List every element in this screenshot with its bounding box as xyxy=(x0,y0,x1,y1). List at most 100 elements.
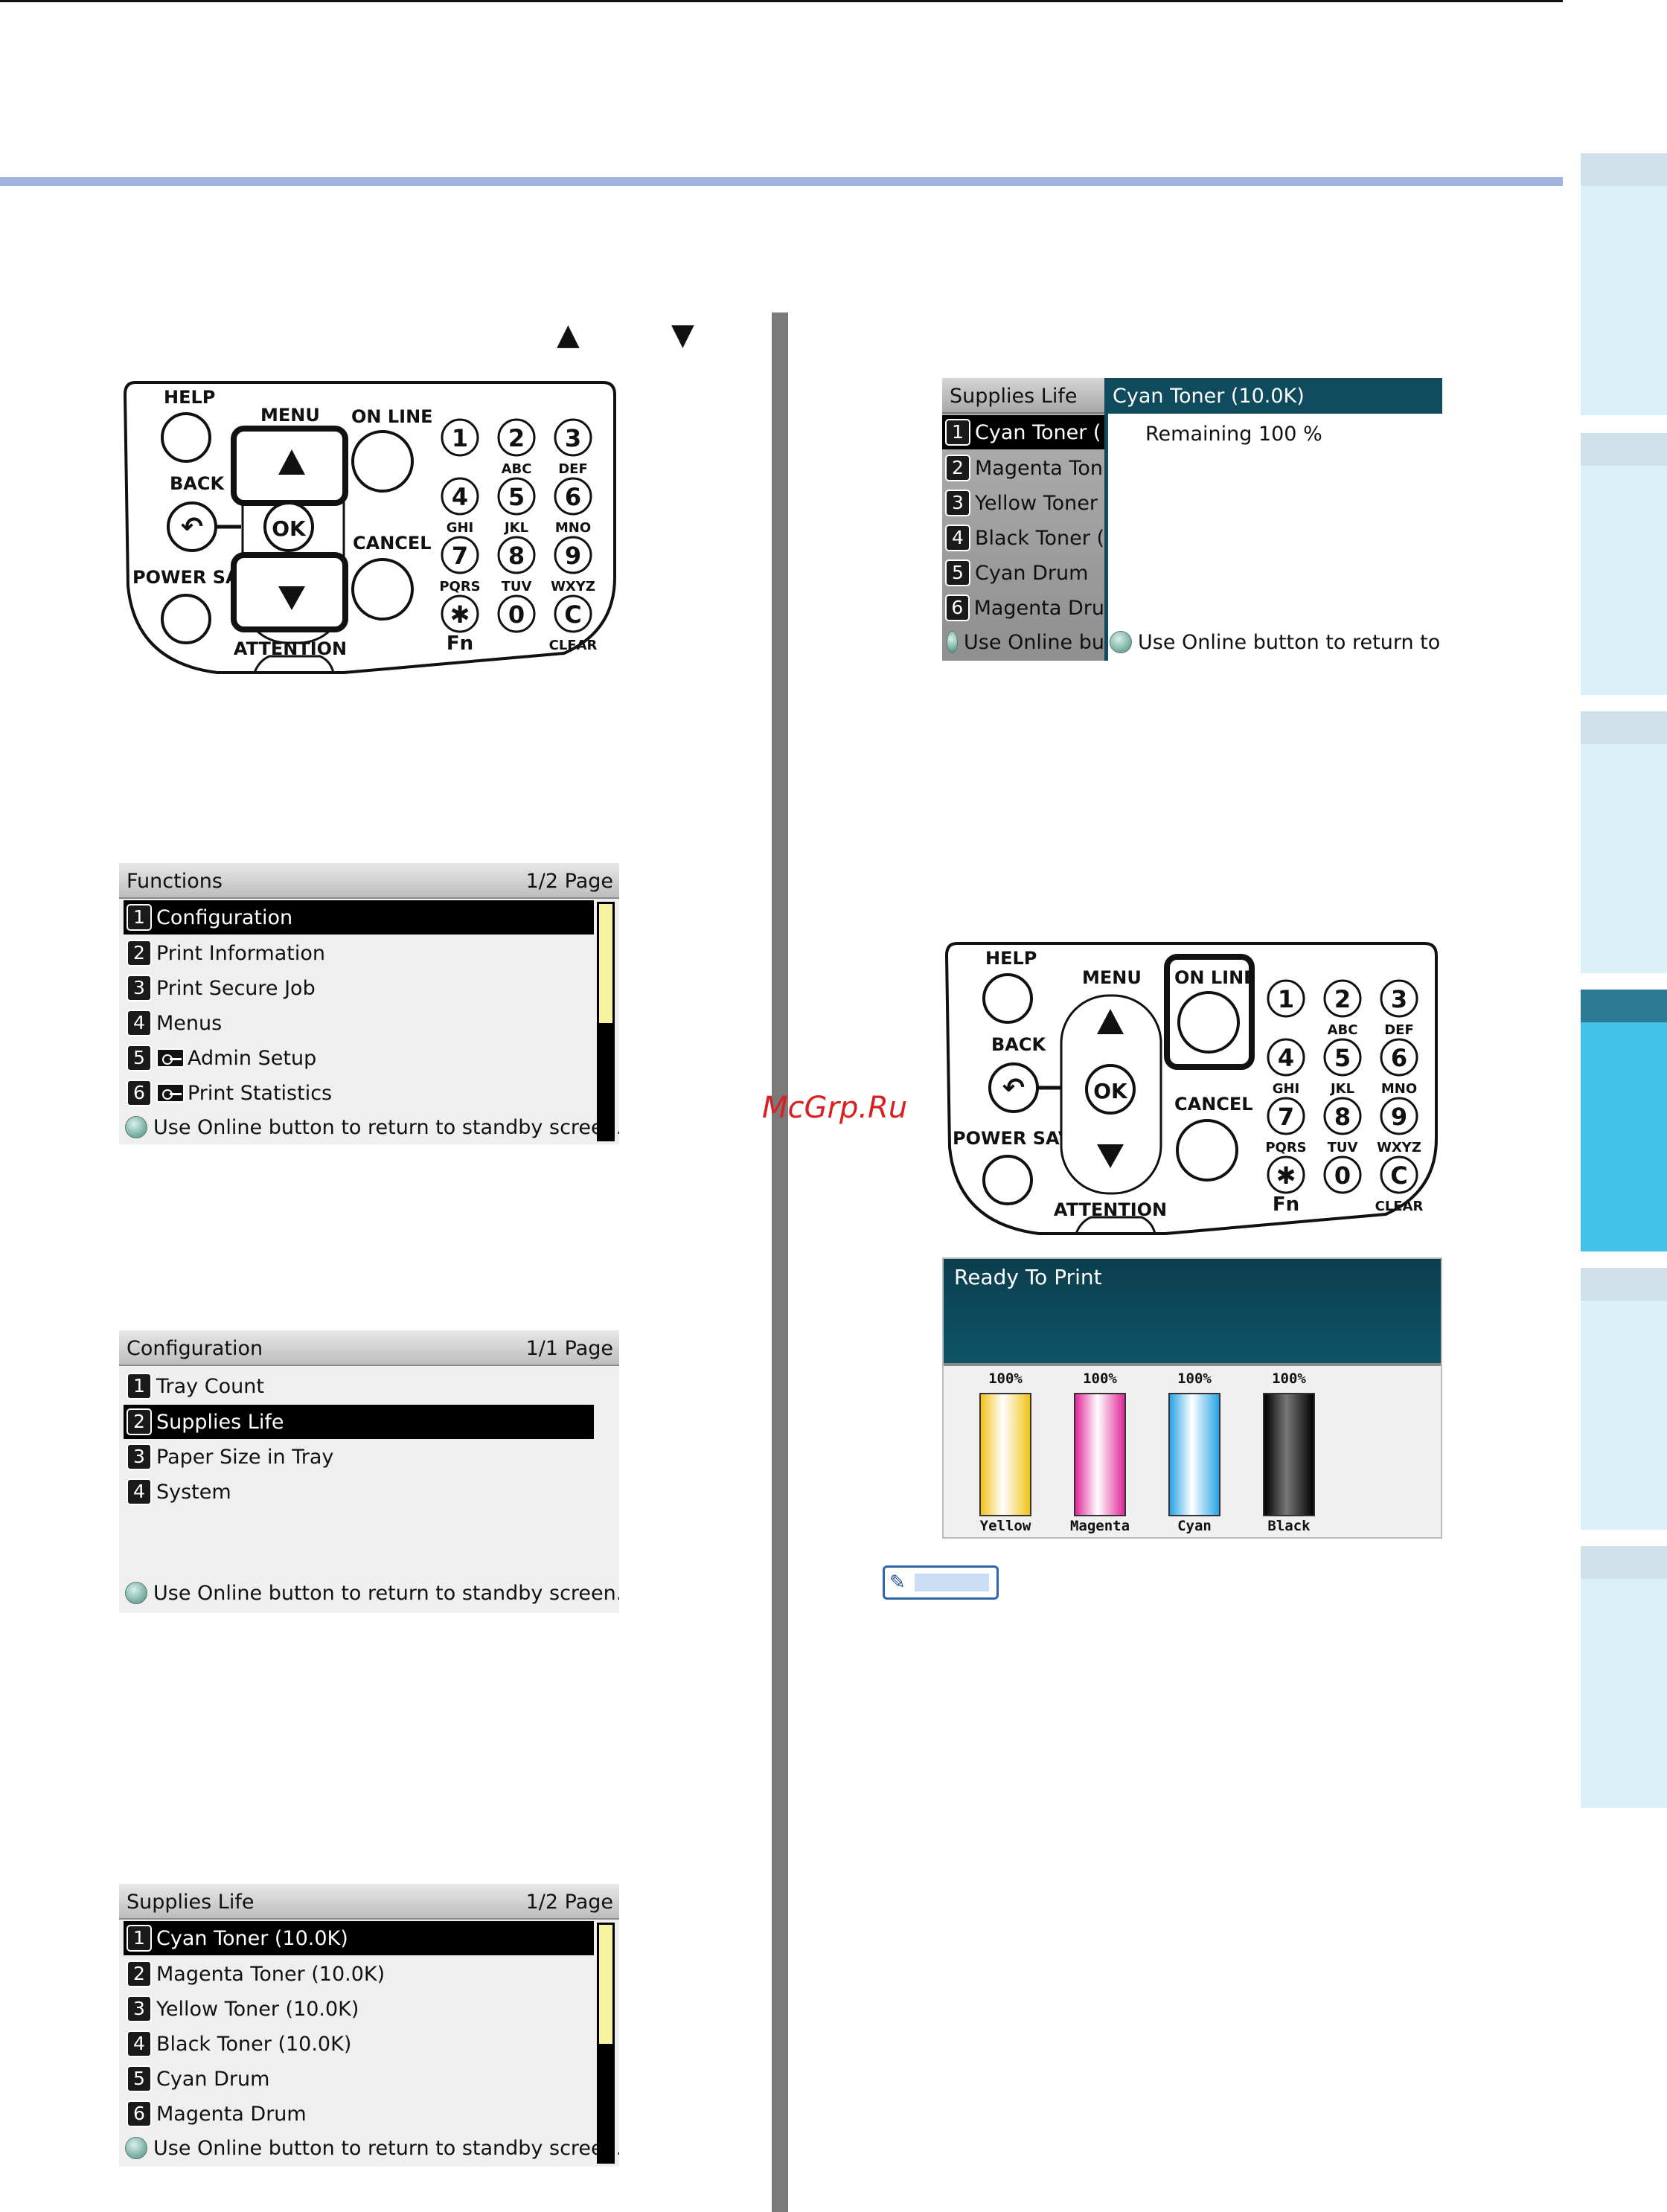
scrollbar[interactable] xyxy=(597,1923,615,2164)
key-def-button[interactable] xyxy=(1380,979,1418,1018)
key-num-button[interactable] xyxy=(1323,1155,1362,1194)
key-num-button[interactable] xyxy=(441,418,479,457)
key-clear-button[interactable] xyxy=(554,594,592,633)
key-tuv-button[interactable] xyxy=(1323,1097,1362,1135)
ok-button[interactable] xyxy=(1085,1064,1136,1115)
key-mno-button[interactable] xyxy=(1380,1038,1418,1077)
help-button[interactable] xyxy=(982,973,1033,1024)
sidebar-tab-1[interactable] xyxy=(1581,153,1667,415)
key-wxyz-button[interactable] xyxy=(554,536,592,574)
key-def-button[interactable] xyxy=(554,418,592,457)
key-digit-label: ✱ xyxy=(1276,1161,1296,1190)
key-digit-label: C xyxy=(1390,1161,1407,1190)
power-save-button[interactable] xyxy=(161,594,211,644)
key-wxyz-button[interactable] xyxy=(1380,1097,1418,1135)
toner-level-black: 100% xyxy=(1272,1371,1306,1387)
cancel-button[interactable] xyxy=(351,558,414,621)
key-icon xyxy=(156,1083,185,1103)
key-pqrs-button[interactable] xyxy=(1267,1097,1305,1135)
key-digit-label: 9 xyxy=(1391,1103,1407,1131)
key-icon xyxy=(156,1048,185,1068)
remaining-value: Remaining 100 % xyxy=(1145,423,1322,446)
help-button[interactable] xyxy=(161,412,211,463)
key-letters-label: WXYZ xyxy=(551,579,595,594)
control-panel-arrows: HELP MENU BACK ↶ POWER SAV OK ATTENTION … xyxy=(123,381,616,674)
key-pqrs-button[interactable] xyxy=(441,536,479,574)
cancel-label: CANCEL xyxy=(353,533,432,554)
menu-label: MENU xyxy=(1082,967,1142,988)
sidebar-tab-5[interactable] xyxy=(1581,1268,1667,1530)
control-panel-online: HELP MENU BACK ↶ POWER SAVE OK ATTENTION… xyxy=(944,942,1438,1235)
key-letters-label: JKL xyxy=(503,520,528,536)
menu-up-button[interactable] xyxy=(1097,1009,1124,1034)
back-label: BACK xyxy=(170,473,225,494)
cancel-button[interactable] xyxy=(1176,1119,1238,1182)
ok-label: OK xyxy=(1093,1079,1128,1103)
scrollbar[interactable] xyxy=(597,902,615,1141)
key-digit-label: 1 xyxy=(1278,985,1294,1013)
online-label: ON LINE xyxy=(1174,967,1256,988)
top-rule xyxy=(0,0,1563,2)
key-letters-label: JKL xyxy=(1329,1081,1354,1097)
online-status-icon xyxy=(125,1116,147,1138)
key-digit-label: 1 xyxy=(452,424,468,452)
sidebar-tab-4-active[interactable] xyxy=(1581,990,1667,1251)
key-num-button[interactable] xyxy=(497,594,536,633)
key-jkl-button[interactable] xyxy=(1323,1038,1362,1077)
sidebar-tab-6[interactable] xyxy=(1581,1546,1667,1808)
key-ghi-button[interactable] xyxy=(441,477,479,516)
toner-level-magenta: 100% xyxy=(1083,1371,1117,1387)
key-letters-label: TUV xyxy=(502,579,532,594)
online-button[interactable] xyxy=(351,430,414,493)
key-mno-button[interactable] xyxy=(554,477,592,516)
ok-button[interactable] xyxy=(263,501,314,552)
key-letters-label: DEF xyxy=(1384,1022,1414,1038)
online-button[interactable] xyxy=(1177,991,1240,1054)
power-save-button[interactable] xyxy=(982,1155,1033,1205)
key-abc-button[interactable] xyxy=(497,418,536,457)
key-digit-label: 8 xyxy=(508,542,525,570)
ok-label: OK xyxy=(272,516,307,541)
key-num-button[interactable] xyxy=(1267,979,1305,1018)
sidebar-tab-3[interactable] xyxy=(1581,711,1667,973)
screen-title: Configuration xyxy=(127,1337,263,1360)
key-fn-button[interactable] xyxy=(1267,1155,1305,1194)
key-clear-button[interactable] xyxy=(1380,1155,1418,1194)
key-abc-button[interactable] xyxy=(1323,979,1362,1018)
online-highlight xyxy=(1164,954,1255,1070)
page-indicator: 1/2 Page xyxy=(525,870,613,893)
toner-gauge-black xyxy=(1263,1393,1315,1516)
key-jkl-button[interactable] xyxy=(497,477,536,516)
key-tuv-button[interactable] xyxy=(497,536,536,574)
key-letters-label: MNO xyxy=(555,520,591,536)
menu-down-button[interactable] xyxy=(1097,1144,1124,1168)
key-fn-button[interactable] xyxy=(441,594,479,633)
status-title: Ready To Print xyxy=(954,1265,1102,1289)
key-ghi-button[interactable] xyxy=(1267,1038,1305,1077)
sidebar-tab-2[interactable] xyxy=(1581,433,1667,695)
